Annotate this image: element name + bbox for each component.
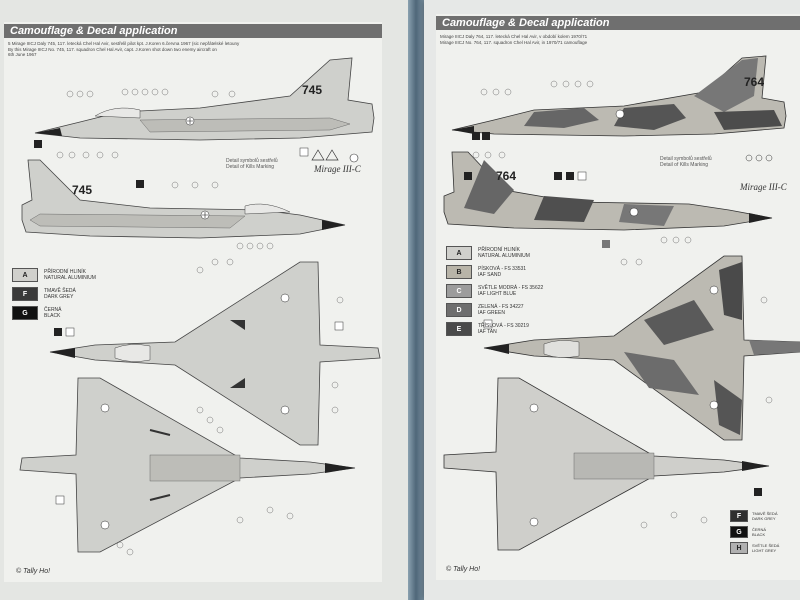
- camo-side-view-2: 764: [443, 151, 773, 231]
- legend-label-en: BLACK: [752, 532, 766, 537]
- legend-swatch: F: [730, 510, 748, 522]
- legend-label-en: BLACK: [44, 313, 61, 319]
- top-view-aircraft: [49, 261, 381, 446]
- legend-label-en: IAF SAND: [478, 272, 502, 278]
- legend-label-cz: TMAVĚ ŠEDÁ: [44, 288, 76, 294]
- legend-swatch: E: [446, 322, 472, 336]
- legend-label-en: DARK GREY: [44, 294, 74, 300]
- legend-label-en: IAF LIGHT BLUE: [478, 291, 517, 297]
- legend-swatch: G: [730, 526, 748, 538]
- stencil-callouts: [56, 88, 344, 556]
- legend-label-en: NATURAL ALUMINIUM: [44, 275, 96, 281]
- right-aircraft-drawings: 764 764 Mirage III-C: [443, 55, 800, 551]
- right-tail-number-2: 764: [496, 169, 516, 183]
- left-instruction-page: Camouflage & Decal application 5 Mirage …: [0, 0, 408, 600]
- right-note-line: Mirage IIICJ No. 764, 117. squadron Chel…: [440, 39, 588, 45]
- right-mirage-logo: Mirage III-C: [739, 182, 788, 192]
- side-view-aircraft-2: 745: [21, 159, 346, 239]
- right-kill-markings-detail: Mirage III-C: [739, 154, 788, 192]
- right-copyright: © Tally Ho!: [446, 566, 481, 573]
- right-stencil-callouts: [472, 80, 773, 529]
- detail-caption-en: Detail of Kills Marking: [226, 164, 275, 170]
- legend-label-cz: PŘÍRODNÍ HLINÍK: [44, 269, 86, 275]
- left-page-header: Camouflage & Decal application: [4, 24, 382, 38]
- legend-label-cz: TŘÍSLOVÁ - FS 30219: [478, 323, 529, 329]
- right-page-notes: Mirage IIICJ Daly 764, 117. letecká Chel…: [440, 34, 587, 45]
- detail-caption-cz: Detail symbolů sestřelů: [660, 156, 712, 162]
- right-color-callout-boxes: [464, 132, 762, 496]
- kill-markings-detail: Mirage III-C: [311, 149, 362, 174]
- detail-caption-en: Detail of Kills Marking: [660, 162, 709, 168]
- right-note-line: Mirage IIICJ Daly 764, 117. letecká Chel…: [440, 34, 588, 39]
- legend-label-en: IAF GREEN: [478, 310, 505, 316]
- legend-label-cz: SVĚTLE MODRÁ - FS 35622: [478, 285, 544, 291]
- right-tail-number: 764: [744, 75, 764, 89]
- legend-swatch: F: [12, 287, 38, 301]
- right-page-header: Camouflage & Decal application: [436, 16, 800, 30]
- right-instruction-page: Camouflage & Decal application Mirage II…: [424, 0, 800, 600]
- camo-top-view-aircraft: [483, 255, 800, 441]
- left-note-line: By this Mirage IIICJ No. 745, 117. squad…: [8, 46, 217, 52]
- left-copyright: © Tally Ho!: [16, 568, 51, 575]
- legend-swatch: A: [446, 246, 472, 260]
- legend-label-cz: TMAVĚ ŠEDÁ: [752, 511, 778, 516]
- legend-swatch: B: [446, 265, 472, 279]
- detail-caption-cz: Detail symbolů sestřelů: [226, 158, 278, 164]
- legend-label-cz: PÍSKOVÁ - FS 33531: [478, 266, 527, 272]
- color-callout-boxes: [34, 140, 344, 505]
- legend-swatch: C: [446, 284, 472, 298]
- legend-label-cz: ČERNÁ: [44, 307, 62, 313]
- legend-swatch: D: [446, 303, 472, 317]
- camo-bottom-view-aircraft: [443, 377, 770, 551]
- bottom-view-aircraft: [19, 377, 356, 553]
- legend-label-cz: SVĚTLE ŠEDÁ: [752, 543, 780, 548]
- left-page-notes: 5 Mirage IIICJ Daly 745, 117. letecká Ch…: [8, 41, 239, 58]
- legend-label-en: IAF TAN: [478, 329, 497, 335]
- left-mirage-logo: Mirage III-C: [313, 164, 362, 174]
- legend-label-cz: ČERNÁ: [752, 527, 767, 532]
- legend-swatch: G: [12, 306, 38, 320]
- legend-label-en: DARK GREY: [752, 516, 776, 521]
- page-gutter: [408, 0, 424, 600]
- legend-swatch: H: [730, 542, 748, 554]
- left-tail-number-2: 745: [72, 183, 92, 197]
- legend-label-en: NATURAL ALUMINIUM: [478, 253, 530, 259]
- right-detail-caption: Detail symbolů sestřelů Detail of Kills …: [660, 156, 712, 168]
- left-detail-caption: Detail symbolů sestřelů Detail of Kills …: [226, 158, 278, 170]
- left-aircraft-drawings: 745 745 Mirage III-C: [19, 57, 381, 556]
- left-tail-number: 745: [302, 83, 322, 97]
- legend-label-en: LIGHT GREY: [752, 548, 777, 553]
- camo-side-view-1: 764: [451, 55, 787, 137]
- legend-swatch: A: [12, 268, 38, 282]
- legend-label-cz: ZELENÁ - FS 34227: [478, 304, 524, 310]
- legend-label-cz: PŘÍRODNÍ HLINÍK: [478, 247, 520, 253]
- left-note-line: 5 Mirage IIICJ Daly 745, 117. letecká Ch…: [8, 41, 240, 46]
- left-note-line: 6th June 1967: [8, 52, 37, 57]
- side-view-aircraft-1: 745: [34, 57, 375, 141]
